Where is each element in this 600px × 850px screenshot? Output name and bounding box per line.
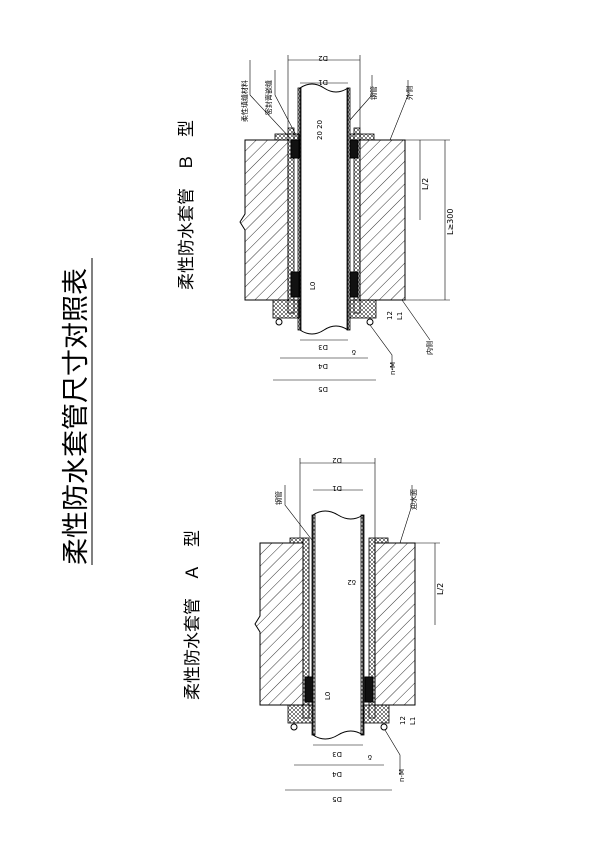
cap-ring-left: [274, 133, 300, 141]
caption-type-a: 柔性防水套管 Ａ 型: [183, 530, 203, 700]
dim-l1: L1: [409, 717, 417, 725]
collar-right: [374, 537, 389, 544]
label-water-face: 迎水面: [409, 489, 418, 510]
dim-delta: δ: [368, 753, 372, 761]
flange-left: [272, 299, 300, 319]
label-outer-side: 外侧: [405, 86, 414, 100]
dim-l0: L0: [324, 692, 332, 700]
drawing-type-a: 柔性防水套管 Ａ 型 D2 D1 D3 D4 D5 δ δ2 L/2 L0 12…: [183, 456, 445, 803]
label-steel-pipe: 钢管: [369, 86, 378, 100]
dim-12: 12: [386, 311, 394, 320]
bolt-left: [290, 723, 298, 731]
steel-pipe: [312, 510, 364, 740]
dim-delta2: δ2: [347, 578, 356, 586]
collar-left: [289, 537, 304, 544]
dim-d1: D1: [318, 78, 328, 86]
bolt-right: [366, 318, 374, 326]
label-inner-side: 内侧: [425, 341, 434, 355]
dim-l1: L1: [396, 312, 404, 320]
wall-right: [374, 542, 416, 706]
pipe-wall-right: [346, 87, 351, 331]
steel-pipe: [299, 83, 349, 335]
label-n-m: n-M: [389, 362, 397, 375]
caption-type-b: 柔性防水套管 Ｂ 型: [177, 120, 197, 290]
drawing-type-b: 柔性防水套管 Ｂ 型 D2 D1 D3 D4 D5 δ 20 20: [177, 54, 455, 393]
cap-ring-right: [349, 133, 375, 141]
wall-left: [239, 139, 289, 301]
seal-bottom-right: [349, 271, 359, 298]
seal-bottom-left: [304, 676, 314, 703]
dim-d1: D1: [332, 484, 342, 492]
label-flexible-filler: 柔性填缝材料: [240, 80, 249, 122]
bolt-left: [275, 318, 283, 326]
dim-d3: D3: [318, 343, 328, 351]
wall-right: [359, 139, 406, 301]
dim-d4: D4: [318, 362, 328, 370]
seal-top-right: [349, 139, 359, 159]
dim-l-half: L/2: [421, 178, 430, 190]
label-n-m: n-M: [398, 769, 406, 782]
pipe-wall-left: [297, 87, 302, 331]
wall-left: [254, 542, 304, 706]
seal-bottom-right: [364, 676, 374, 703]
dim-d3: D3: [332, 750, 342, 758]
flange-left: [287, 704, 314, 724]
dim-d2: D2: [332, 456, 342, 464]
dim-l-total: L≥300: [446, 209, 455, 235]
seal-bottom-left: [290, 271, 300, 298]
label-sealant: 密封膏嵌缝: [264, 80, 273, 115]
pipe-wall-left: [311, 514, 316, 736]
dim-12: 12: [399, 716, 407, 725]
dim-l-half: L/2: [436, 583, 445, 595]
dim-delta: δ: [352, 348, 356, 356]
label-steel-pipe: 钢管: [274, 491, 283, 505]
pipe-wall-right: [360, 514, 365, 736]
flange-right: [363, 704, 390, 724]
dim-d2: D2: [318, 54, 328, 62]
flange-right: [349, 299, 377, 319]
bolt-right: [380, 723, 388, 731]
seal-top-left: [290, 139, 300, 159]
dim-d5: D5: [318, 385, 328, 393]
dim-d5: D5: [332, 795, 342, 803]
dim-l0: L0: [309, 282, 317, 290]
sheet-title: 柔性防水套管尺寸对照表: [61, 268, 92, 565]
dim-20-20: 20 20: [316, 120, 324, 140]
dim-d4: D4: [332, 770, 342, 778]
